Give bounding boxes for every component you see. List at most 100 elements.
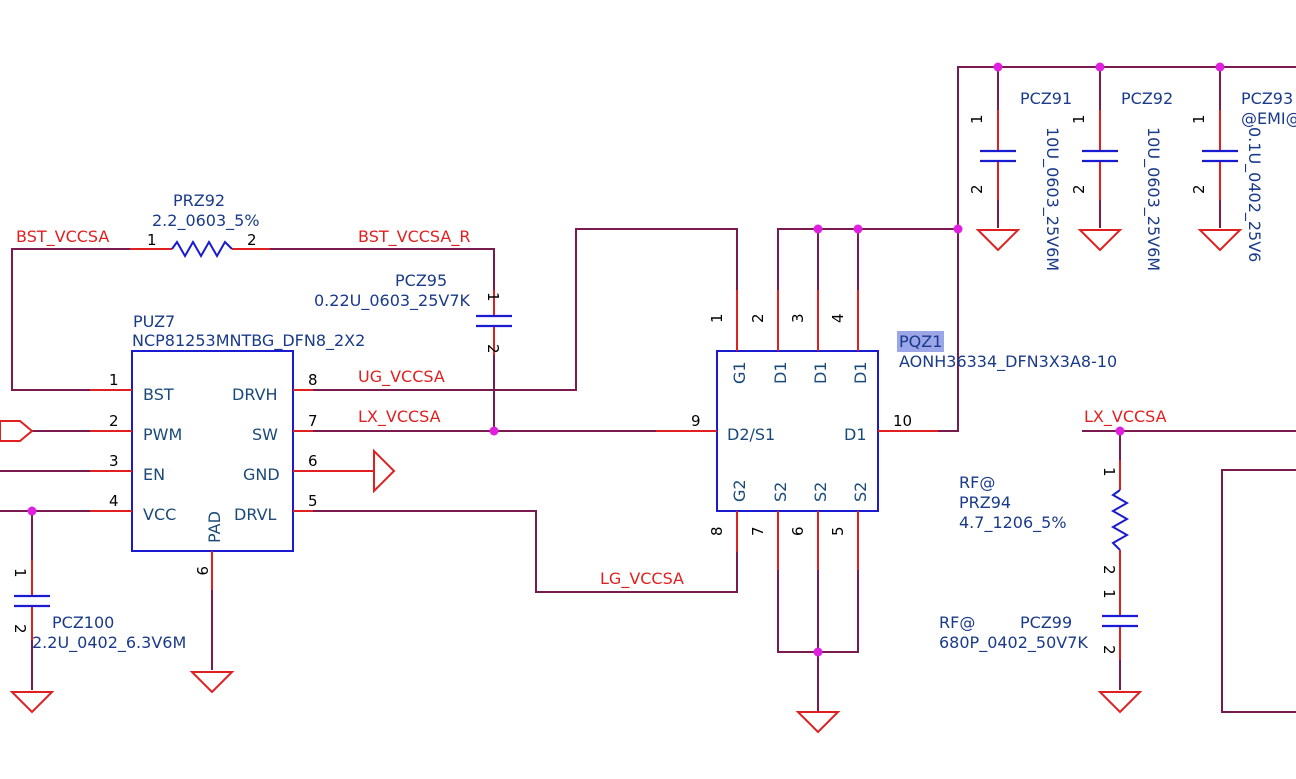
net-bst-vccsa: BST_VCCSA	[16, 227, 109, 247]
pqz1-pin-s2-7: S2	[771, 482, 790, 502]
pcz93-pin1: 1	[1190, 114, 1208, 124]
capacitor-pcz99[interactable]: RF@ PCZ99 680P_0402_50V7K 1 2	[939, 589, 1143, 714]
junction-d1-vin	[953, 224, 963, 234]
pqz1-pin-g1: G1	[730, 361, 749, 384]
pqz1-pin-d2s1: D2/S1	[727, 425, 775, 444]
net-lg-vccsa: LG_VCCSA	[600, 569, 684, 589]
capacitor-pcz92[interactable]: PCZ92 10U_0603_25V6M 1 2	[1070, 89, 1173, 271]
pcz91-pin1: 1	[968, 114, 986, 124]
ic-puz7[interactable]: PUZ7 NCP81253MNTBG_DFN8_2X2 BST PWM EN V…	[90, 312, 365, 590]
pcz100-pin1: 1	[11, 568, 29, 578]
puz7-pin-vcc: VCC	[143, 505, 176, 524]
pcz99-pin1: 1	[1100, 589, 1118, 599]
capacitor-pcz95[interactable]: PCZ95 0.22U_0603_25V7K 1 2	[314, 271, 512, 355]
prz92-pin1: 1	[147, 231, 157, 249]
prz92-value: 2.2_0603_5%	[152, 211, 260, 231]
puz7-pin-drvl: DRVL	[234, 505, 277, 524]
pcz91-pin2: 2	[968, 184, 986, 194]
pcz93-extra: @EMI@	[1241, 109, 1296, 128]
junction-d1-3	[813, 224, 823, 234]
prz94-value: 4.7_1206_5%	[959, 513, 1067, 533]
capacitor-pcz100[interactable]: PCZ100 2.2U_0402_6.3V6M 1 2	[9, 560, 186, 714]
pcz100-value: 2.2U_0402_6.3V6M	[32, 633, 186, 653]
capacitor-pcz91[interactable]: PCZ91 10U_0603_25V6M 1 2	[968, 89, 1072, 271]
pqz1-pin-s2-6: S2	[811, 482, 830, 502]
resistor-prz94[interactable]: RF@ PRZ94 4.7_1206_5% 1 2	[959, 460, 1130, 590]
pcz95-pin2: 2	[484, 344, 502, 354]
pcz100-pin2: 2	[11, 624, 29, 634]
puz7-pin-sw: SW	[252, 425, 278, 444]
prz94-opt: RF@	[959, 473, 995, 492]
pqz1-pin-g2: G2	[730, 479, 749, 502]
puz7-num-5: 5	[308, 492, 318, 510]
puz7-pin-bst: BST	[143, 385, 174, 404]
pwm-offpage-connector[interactable]	[0, 420, 34, 442]
prz92-pin2: 2	[247, 231, 257, 249]
junction-s2	[813, 647, 823, 657]
pqz1-pin-d1-3: D1	[811, 362, 830, 385]
ground-symbol-pad	[189, 671, 235, 694]
net-ug-vccsa: UG_VCCSA	[358, 367, 445, 387]
wire-bst-left	[11, 248, 132, 391]
puz7-num-2: 2	[109, 412, 119, 430]
ground-symbol-pqz1-s2	[795, 711, 841, 734]
pcz92-pin1: 1	[1070, 114, 1088, 124]
pqz1-num-7: 7	[749, 526, 767, 536]
prz94-ref: PRZ94	[959, 493, 1011, 512]
junction-vcc	[27, 506, 37, 516]
puz7-num-8: 8	[308, 371, 318, 389]
pcz99-value: 680P_0402_50V7K	[939, 633, 1088, 653]
junction-pcz92	[1095, 62, 1105, 72]
pqz1-pin-d1-2: D1	[771, 362, 790, 385]
wire-lg	[313, 510, 738, 593]
mosfet-pqz1[interactable]: PQZ1 AONH36334_DFN3X3A8-10 G1 D1 D1 D1 D…	[656, 290, 1117, 570]
wire-d1-bus	[777, 228, 958, 290]
junction-lx	[489, 426, 499, 436]
puz7-num-6: 6	[308, 452, 318, 470]
ground-symbol-puz7-gnd	[313, 448, 396, 494]
junction-lx-right	[1115, 426, 1125, 436]
puz7-num-3: 3	[109, 452, 119, 470]
ground-symbol-pcz100	[9, 691, 55, 714]
prz94-pin1: 1	[1100, 467, 1118, 477]
pcz91-ref: PCZ91	[1020, 89, 1072, 108]
puz7-pin-en: EN	[143, 465, 165, 484]
net-lx-vccsa-right: LX_VCCSA	[1084, 407, 1167, 427]
pcz92-ref: PCZ92	[1121, 89, 1173, 108]
puz7-part: NCP81253MNTBG_DFN8_2X2	[132, 331, 365, 351]
puz7-num-9: 9	[193, 566, 211, 576]
pqz1-num-6: 6	[789, 526, 807, 536]
wire-ug	[313, 228, 738, 391]
wire-right-component	[1221, 469, 1296, 713]
net-bst-vccsa-r: BST_VCCSA_R	[358, 227, 470, 247]
pcz92-pin2: 2	[1070, 184, 1088, 194]
pqz1-num-1: 1	[708, 313, 726, 323]
puz7-pin-drvh: DRVH	[232, 385, 278, 404]
puz7-pin-pad: PAD	[205, 511, 224, 543]
puz7-num-7: 7	[308, 412, 318, 430]
pqz1-part: AONH36334_DFN3X3A8-10	[899, 352, 1117, 372]
junction-pcz91	[993, 62, 1003, 72]
resistor-prz92[interactable]: PRZ92 2.2_0603_5% 1 2	[130, 191, 270, 259]
capacitor-pcz93[interactable]: PCZ93 @EMI@ 0.1U_0402_25V6 1 2	[1190, 89, 1296, 262]
pqz1-num-9: 9	[691, 412, 701, 430]
puz7-num-1: 1	[109, 371, 119, 389]
pcz93-value: 0.1U_0402_25V6	[1244, 127, 1264, 262]
prz92-ref: PRZ92	[173, 191, 225, 210]
pcz95-pin1: 1	[484, 292, 502, 302]
pqz1-num-8: 8	[708, 526, 726, 536]
pqz1-num-10: 10	[893, 412, 912, 430]
junctions	[27, 62, 1225, 657]
pqz1-num-4: 4	[829, 313, 847, 323]
junction-pcz93	[1215, 62, 1225, 72]
pcz99-ref: PCZ99	[1020, 613, 1072, 632]
pqz1-ref: PQZ1	[899, 332, 942, 351]
prz94-pin2: 2	[1100, 565, 1118, 575]
pcz93-ref: PCZ93	[1241, 89, 1293, 108]
wire-vin	[938, 66, 1296, 432]
puz7-ref: PUZ7	[133, 312, 175, 331]
pqz1-pin-d1-4: D1	[851, 362, 870, 385]
wires	[0, 66, 1296, 713]
pqz1-num-2: 2	[749, 313, 767, 323]
